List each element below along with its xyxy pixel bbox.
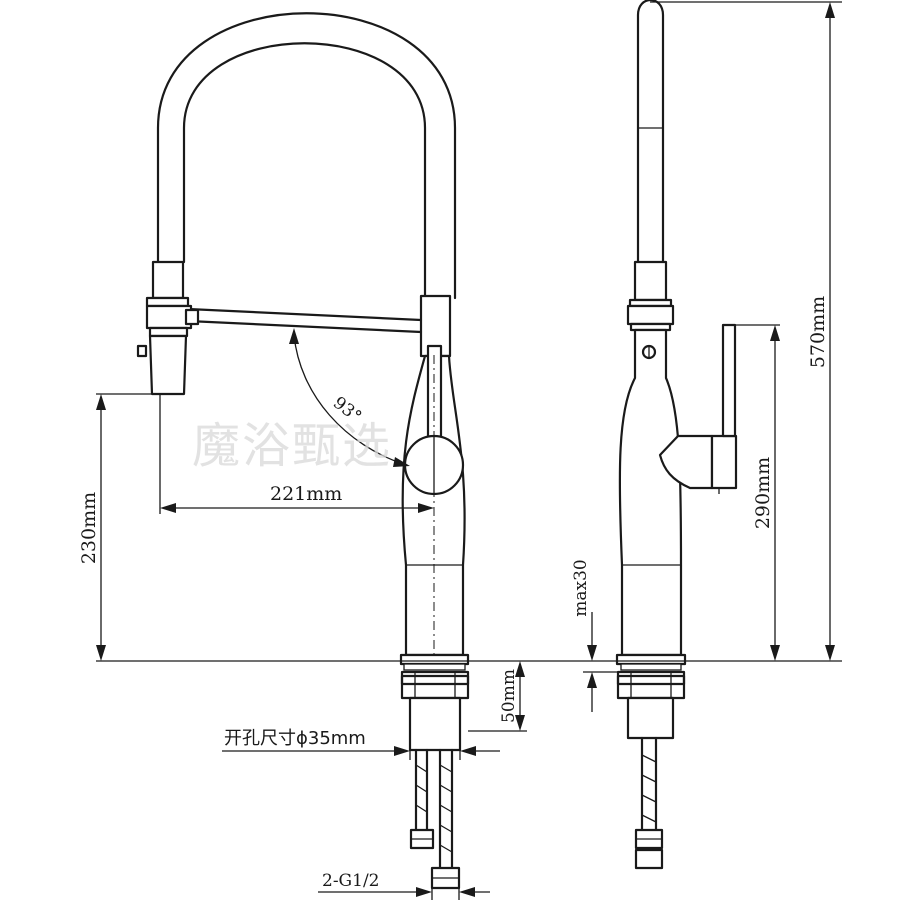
spray-head — [136, 260, 200, 396]
label-spray-height: 230mm — [78, 492, 100, 564]
side-handle-lever — [721, 323, 737, 438]
watermark: 魔浴甄选 — [192, 418, 392, 474]
side-shank — [626, 696, 675, 740]
side-spout — [636, 0, 665, 264]
side-supply-hose — [634, 736, 664, 870]
side-collar — [633, 260, 668, 302]
front-supply-hoses — [409, 748, 461, 890]
side-handle-neck — [658, 434, 714, 490]
dimension-lines — [96, 1, 842, 900]
side-handle-knob — [710, 434, 738, 490]
side-body — [618, 328, 683, 657]
label-hole-size: 开孔尺寸ϕ35mm — [224, 728, 366, 749]
label-deck-max: max30 — [571, 559, 591, 616]
label-spray-reach: 221mm — [270, 483, 342, 505]
front-view — [136, 12, 470, 890]
label-total-height: 570mm — [807, 296, 829, 368]
label-shank-length: 50mm — [499, 669, 519, 723]
hose-arc — [156, 12, 457, 300]
side-view — [615, 0, 738, 870]
label-thread: 2-G1/2 — [322, 871, 380, 891]
front-shank — [408, 696, 462, 752]
angle-arc — [293, 334, 407, 466]
holder-arm — [186, 307, 423, 334]
label-handle-height: 290mm — [752, 457, 774, 529]
hose-arc-inner — [182, 42, 427, 300]
front-base-plate — [399, 653, 470, 666]
